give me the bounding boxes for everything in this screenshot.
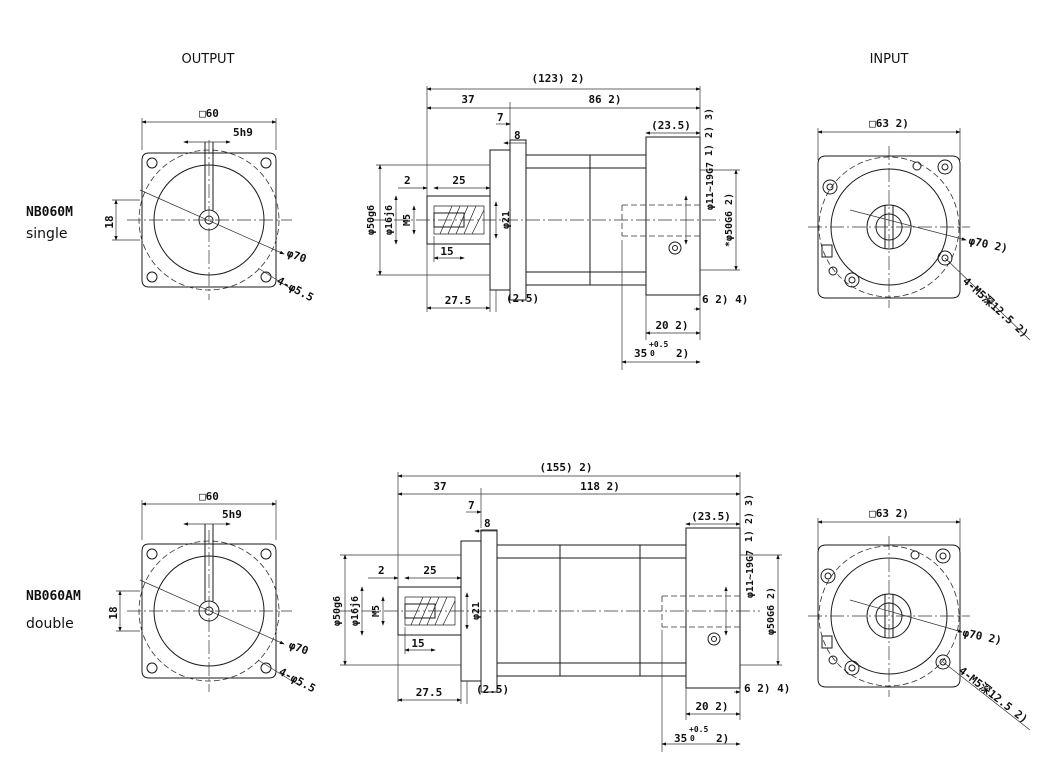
flange-thickness: 7 [468,499,475,512]
shaft-diameter: φ16j6 [349,596,361,626]
thread-size: M5 [402,214,413,226]
bottom-20: 20 2) [655,319,688,332]
body-diameter: φ21 [471,602,482,620]
input-square-dim: □63 2) [869,507,909,520]
input-pcd-dim: φ70 2) [967,234,1009,255]
shaft-length: 25 [423,564,436,577]
key-dim: 5h9 [222,508,242,521]
bottom-gap: (2.5) [476,683,509,696]
input-bore: φ11~19G7 [705,162,716,210]
bottom-35: 35 [674,732,687,745]
model-name: NB060AM [26,589,81,604]
body-length: 118 2) [580,480,620,493]
pilot-diameter: φ50g6 [366,205,377,235]
pcd-dim: φ70 [287,639,310,658]
height-dim: 18 [107,606,120,619]
row-double: NB060AM double □60 5h9 18 [26,461,1031,752]
thread-size: M5 [371,605,382,617]
flange-thickness: 7 [497,111,504,124]
pcd-dim: φ70 [285,247,308,266]
input-pilot: *φ50G6 2) [724,193,735,247]
model-variant: double [26,616,74,632]
shaft-length: 25 [452,174,465,187]
left-length: 37 [433,480,446,493]
row-single: NB060M single □60 5h9 18 [26,72,1032,370]
tolerance-upper: +0.5 [649,340,668,349]
output-face-view: □60 5h9 18 φ70 4-φ5.5 [107,490,318,695]
bottom-shaft-length: 27.5 [416,686,443,699]
holes-dim: 4-φ5.5 [277,665,318,695]
input-length: (23.5) [691,510,731,523]
tolerance-upper: +0.5 [689,725,708,734]
input-square-dim: □63 2) [869,117,909,130]
thread-depth: 15 [411,637,424,650]
input-pilot: φ50G6 2) [766,587,777,635]
input-face-view: □63 2) φ70 2) 4-M5深12.5 2) [808,507,1031,731]
input-pcd-dim: φ70 2) [961,626,1003,647]
model-name: NB060M [26,205,73,220]
tolerance-lower: 0 [690,734,695,743]
input-header: INPUT [870,52,909,67]
input-face-view: □63 2) φ70 2) 4-M5深12.5 2) [808,117,1032,340]
height-dim: 18 [103,215,116,228]
bottom-35: 35 [634,347,647,360]
bottom-35-note: 2) [676,347,689,360]
pilot-diameter: φ50g6 [332,596,343,626]
flange-gap: 8 [514,129,521,142]
bottom-gap: (2.5) [506,292,539,305]
model-variant: single [26,226,67,242]
bottom-20: 20 2) [695,700,728,713]
key-dim: 5h9 [233,126,253,139]
notes-vertical: 1) 2) 3) [744,494,755,542]
square-dim: □60 [199,490,219,503]
flange-gap: 8 [484,517,491,530]
bottom-6: 6 2) 4) [702,293,748,306]
bottom-shaft-length: 27.5 [445,294,472,307]
shaft-gap: 2 [378,564,385,577]
body-diameter: φ21 [501,211,512,229]
body-length: 86 2) [588,93,621,106]
input-length: (23.5) [651,119,691,132]
left-length: 37 [461,93,474,106]
overall-length: (155) 2) [540,461,593,474]
holes-dim: 4-φ5.5 [275,274,316,304]
output-header: OUTPUT [182,52,235,67]
side-view: (155) 2) 37 118 2) 1) 2) 3) 7 8 (23.5) [332,461,790,752]
tolerance-lower: 0 [650,349,655,358]
output-face-view: □60 5h9 18 φ70 4-φ5.5 [103,107,316,304]
side-view: (123) 2) 37 86 2) 1) 2) 3) 7 8 (23.5) [366,72,748,370]
square-dim: □60 [199,107,219,120]
input-holes-dim: 4-M5深12.5 2) [956,663,1031,726]
shaft-gap: 2 [404,174,411,187]
input-holes-dim: 4-M5深12.5 2) [960,274,1032,341]
shaft-diameter: φ16j6 [383,205,395,235]
overall-length: (123) 2) [532,72,585,85]
thread-depth: 15 [440,245,453,258]
bottom-35-note: 2) [716,732,729,745]
notes-vertical: 1) 2) 3) [704,108,715,156]
input-bore: φ11~19G7 [745,550,756,598]
bottom-6: 6 2) 4) [744,682,790,695]
